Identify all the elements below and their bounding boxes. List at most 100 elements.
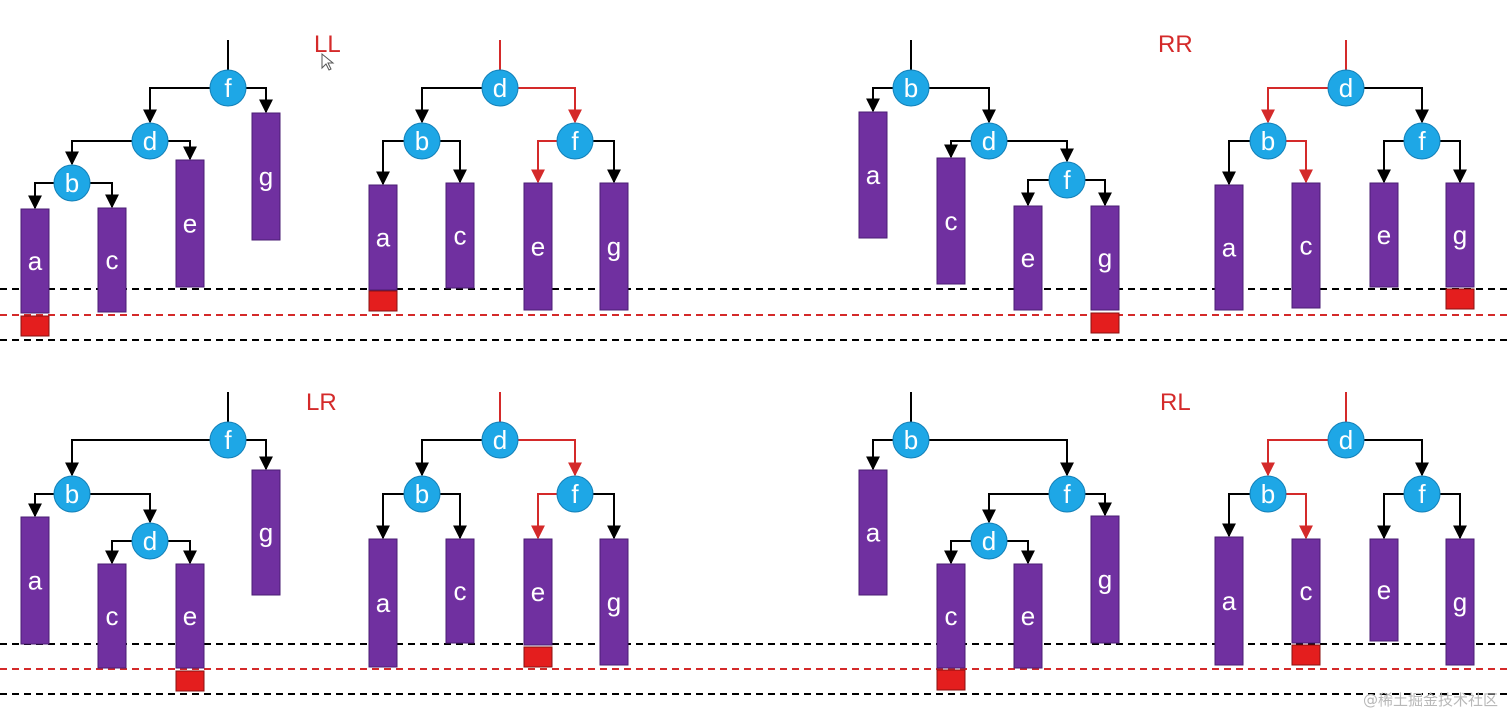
lr-after-edge-d-f: [518, 439, 582, 477]
rl-after-node-f: [1403, 475, 1441, 513]
case-label-rl: RL: [1160, 389, 1191, 416]
rr-before-subtree-label-a: a: [866, 160, 881, 190]
rr-after-subtree-label-e: e: [1377, 220, 1391, 250]
rr-before-inserted-node-block: [1090, 312, 1120, 334]
lr-after-inserted-node-block: [523, 646, 553, 668]
lr-before-edge-f-b: [65, 439, 210, 477]
ll-before-edge-b-c: [90, 182, 119, 209]
ll-before-subtree-a: [20, 208, 50, 314]
ll-after-node-label-f: f: [571, 126, 579, 156]
lr-before-node-label-d: d: [143, 526, 157, 556]
rl-before-subtree-a: [858, 469, 888, 596]
rr-after-edge-d-b: [1261, 87, 1328, 124]
ll-after-node-b: [403, 122, 441, 160]
ll-after-edge-d-b: [415, 87, 482, 124]
rl-before-subtree-label-g: g: [1098, 565, 1112, 595]
rl-before-inserted-node-block: [936, 669, 966, 691]
mouse-cursor-icon: [321, 52, 335, 71]
rr-after-edge-f-g: [1440, 140, 1467, 184]
rl-after-node-d: [1327, 421, 1365, 459]
rr-after-subtree-e: [1369, 182, 1399, 288]
lr-before-subtree-g: [251, 469, 281, 596]
lr-before-node-f: [209, 421, 247, 459]
lr-before-subtree-label-e: e: [183, 601, 197, 631]
rr-before-node-label-d: d: [982, 126, 996, 156]
rl-before-subtree-g: [1090, 515, 1120, 644]
rl-after-node-b: [1249, 475, 1287, 513]
lr-before-inserted-node-block: [175, 670, 205, 692]
ll-before-node-label-d: d: [143, 126, 157, 156]
ll-before-subtree-label-a: a: [28, 246, 43, 276]
rr-before-subtree-g: [1090, 205, 1120, 311]
lr-after-node-f: [556, 475, 594, 513]
rr-after-node-d: [1327, 69, 1365, 107]
ll-before-edge-b-a: [28, 182, 54, 210]
rl-after-subtree-a: [1214, 536, 1244, 666]
rl-after-node-label-f: f: [1418, 479, 1426, 509]
rr-after-subtree-label-g: g: [1453, 220, 1467, 250]
rl-before-edge-d-e: [1007, 540, 1035, 565]
rl-before-node-label-b: b: [904, 425, 918, 455]
lr-before-node-b: [53, 475, 91, 513]
ll-after-subtree-a: [368, 184, 398, 291]
rl-after-edge-f-e: [1377, 493, 1404, 540]
rl-before-edge-f-d: [982, 493, 1049, 524]
ll-after-node-label-b: b: [415, 126, 429, 156]
rr-after-node-f: [1403, 122, 1441, 160]
ll-after-node-label-d: d: [493, 73, 507, 103]
lr-after-subtree-c: [445, 538, 475, 644]
lr-before-subtree-label-c: c: [106, 601, 119, 631]
case-label-ll: LL: [314, 31, 341, 58]
lr-after-node-d: [481, 421, 519, 459]
lr-before-node-d: [131, 522, 169, 560]
lr-after-edge-f-g: [593, 493, 621, 540]
rl-before-node-b: [892, 421, 930, 459]
ll-before-subtree-e: [175, 159, 205, 288]
rr-before-subtree-label-g: g: [1098, 243, 1112, 273]
rr-after-node-b: [1249, 122, 1287, 160]
rr-after-subtree-g: [1445, 182, 1475, 288]
lr-before-subtree-e: [175, 563, 205, 669]
ll-before-node-label-b: b: [65, 168, 79, 198]
lr-before-subtree-label-a: a: [28, 566, 43, 596]
lr-after-subtree-label-a: a: [376, 588, 391, 618]
rl-before-subtree-label-e: e: [1021, 601, 1035, 631]
ll-before-subtree-label-e: e: [183, 209, 197, 239]
rr-before-subtree-label-c: c: [945, 206, 958, 236]
ll-after-subtree-c: [445, 182, 475, 289]
rl-after-subtree-label-g: g: [1453, 587, 1467, 617]
rl-before-node-d: [970, 522, 1008, 560]
ll-before-node-b: [53, 164, 91, 202]
rl-after-subtree-c: [1291, 538, 1321, 644]
ll-after-node-d: [481, 69, 519, 107]
ll-after-edge-d-f: [518, 87, 582, 124]
rr-after-node-label-d: d: [1339, 73, 1353, 103]
rr-before-edge-b-a: [866, 87, 893, 113]
lr-before-edge-b-a: [28, 493, 54, 518]
rr-after-subtree-label-c: c: [1300, 231, 1313, 261]
rr-before-subtree-e: [1013, 205, 1043, 311]
ll-before-node-f: [209, 69, 247, 107]
rl-after-node-label-d: d: [1339, 425, 1353, 455]
ll-after-inserted-node-block: [368, 290, 398, 312]
lr-after-subtree-label-g: g: [607, 587, 621, 617]
ll-before-edge-f-g: [246, 87, 273, 114]
rr-before-edge-d-f: [1007, 140, 1074, 163]
ll-after-subtree-label-a: a: [376, 223, 391, 253]
rl-before-edge-f-g: [1085, 493, 1112, 517]
lr-after-subtree-a: [368, 538, 398, 668]
lr-before-subtree-label-g: g: [259, 518, 273, 548]
ll-after-edge-f-g: [593, 140, 621, 184]
rl-before-node-f: [1048, 475, 1086, 513]
rl-before-edge-b-f: [929, 439, 1074, 477]
rl-after-edge-b-a: [1222, 493, 1250, 538]
lr-after-node-label-d: d: [493, 425, 507, 455]
case-label-rr: RR: [1158, 31, 1193, 58]
ll-before-subtree-g: [251, 112, 281, 241]
rl-before-node-label-d: d: [982, 526, 996, 556]
rr-before-edge-d-c: [944, 140, 971, 159]
case-label-lr: LR: [306, 389, 337, 416]
lr-before-node-label-f: f: [224, 425, 232, 455]
ll-before-edge-d-e: [168, 140, 197, 161]
